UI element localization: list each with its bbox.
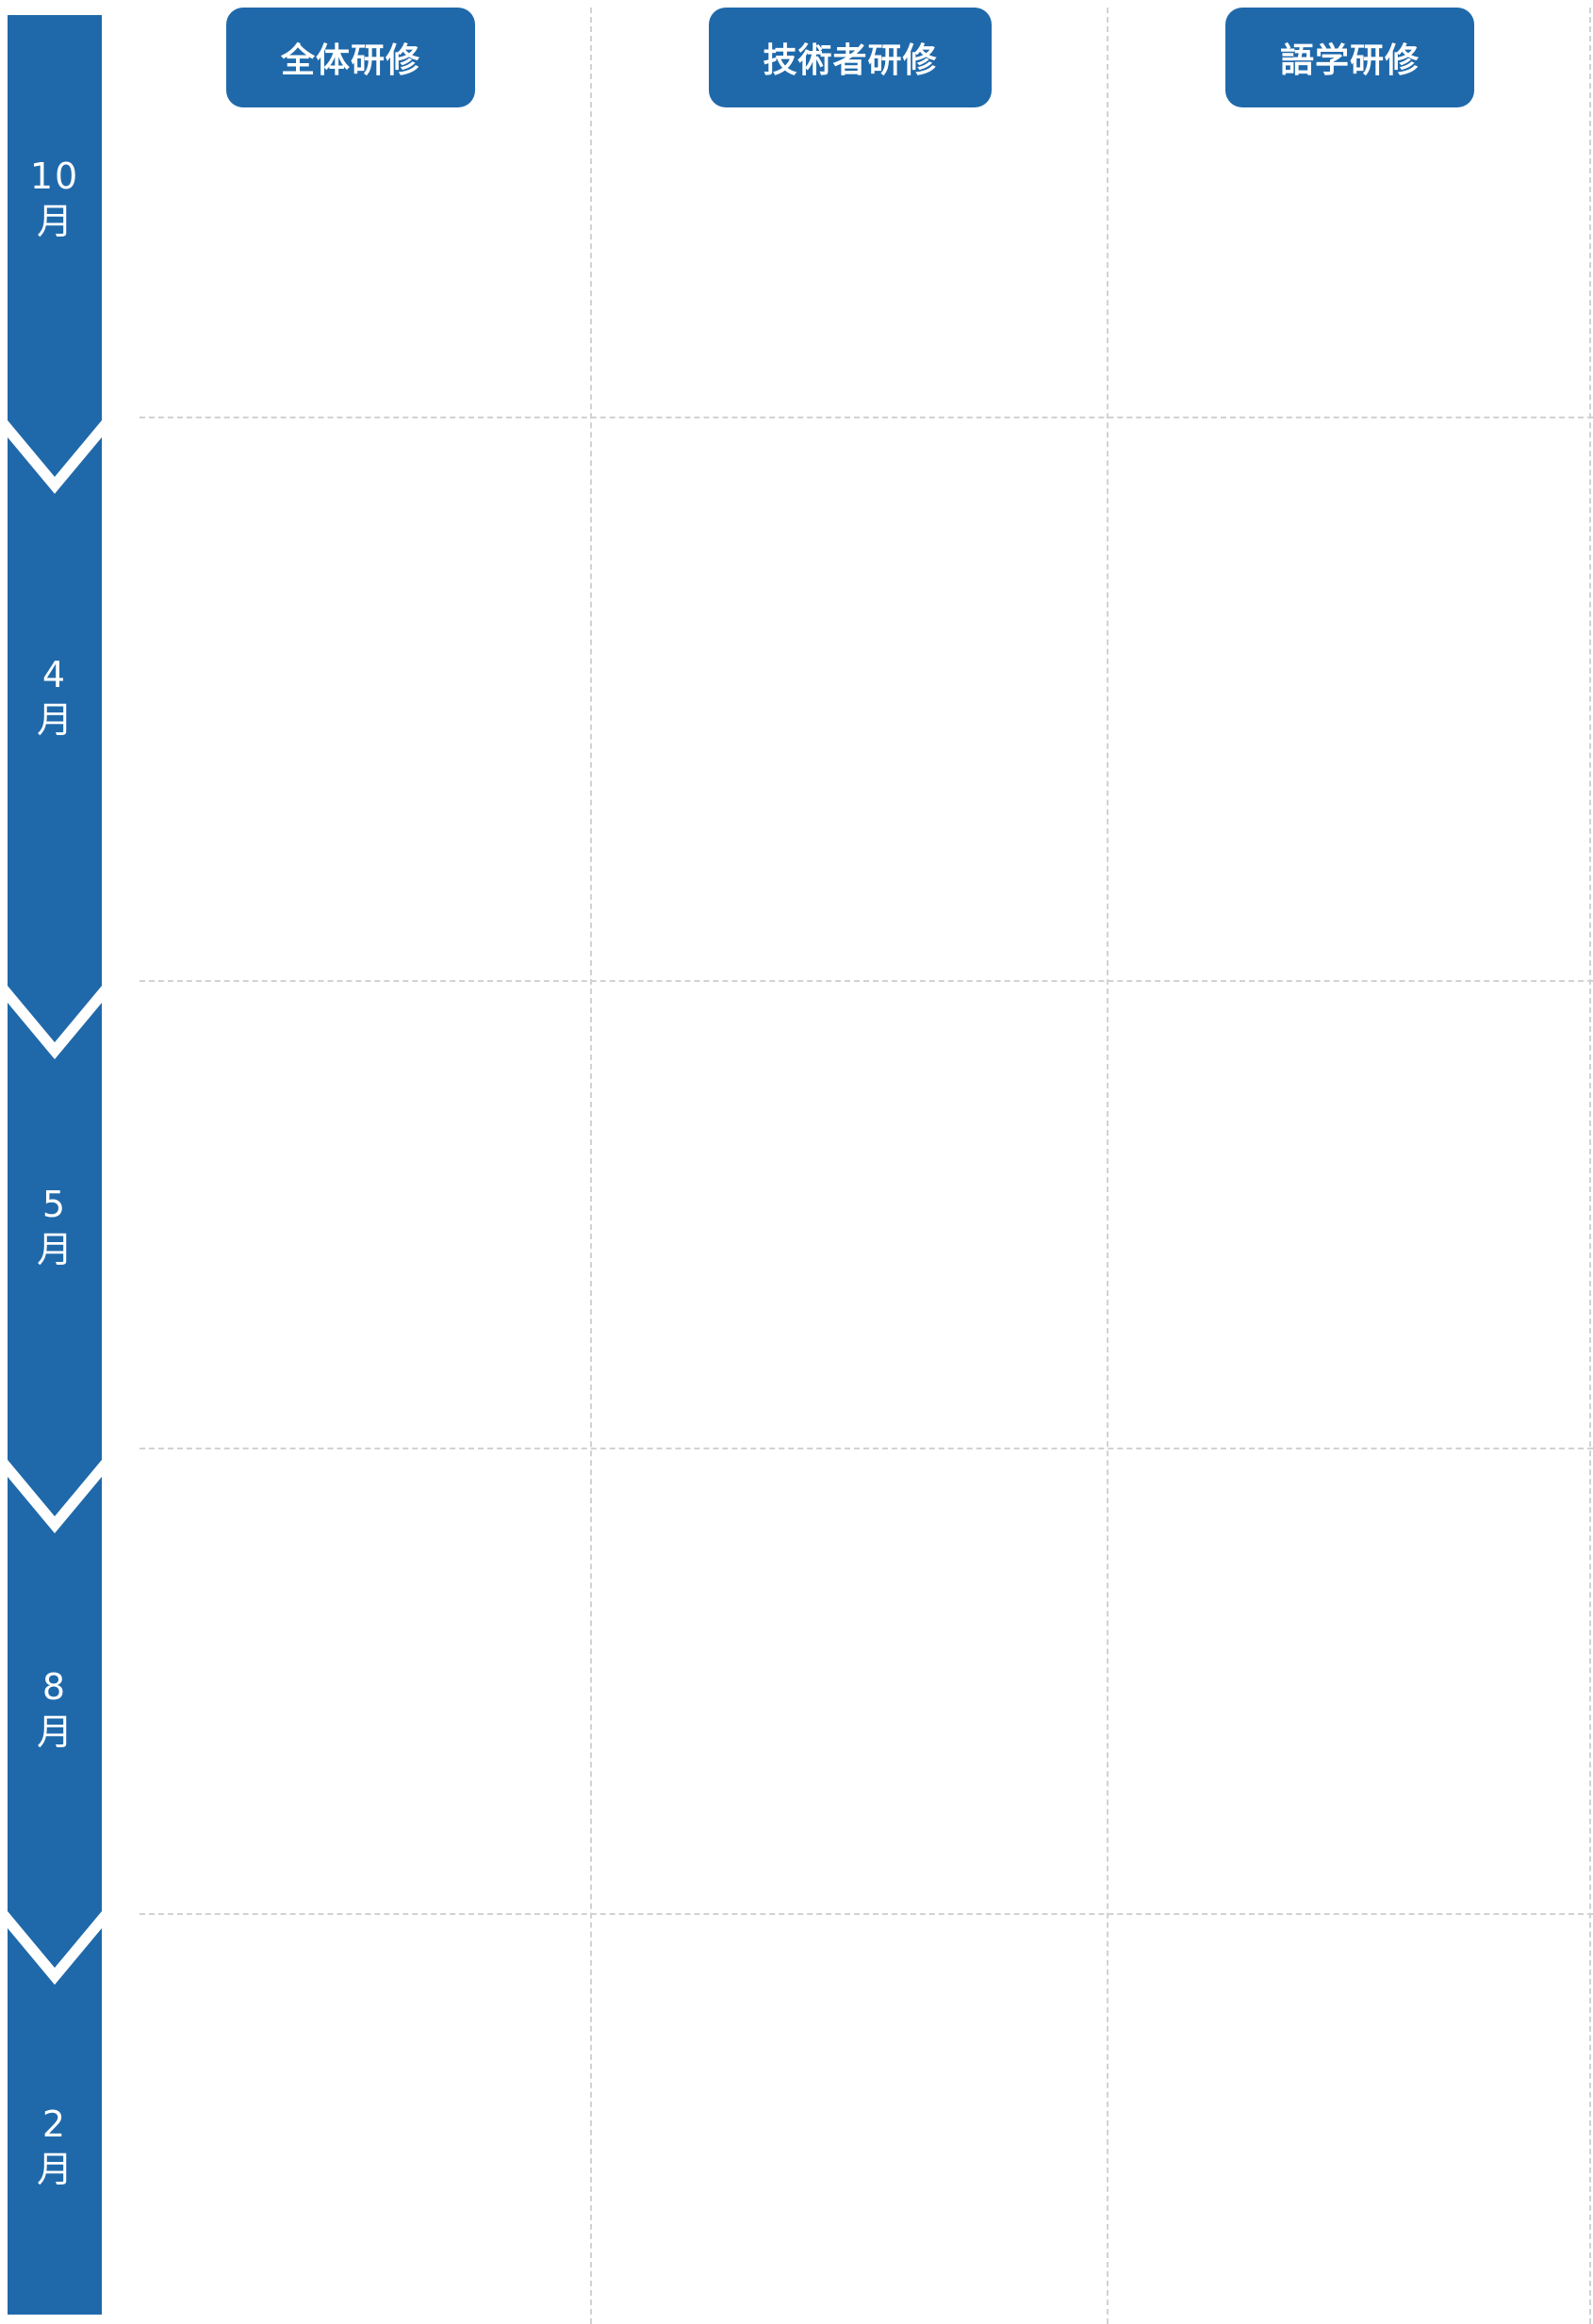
month-label-2: 2 月 — [8, 2102, 102, 2192]
timeline-segment-4 — [8, 437, 102, 1042]
row-divider — [140, 1913, 1593, 1915]
month-number: 5 — [41, 1184, 68, 1225]
month-number: 10 — [29, 155, 80, 197]
cell-language-10 — [1109, 113, 1589, 417]
month-label-8: 8 月 — [8, 1664, 102, 1755]
timeline-ribbon — [8, 15, 102, 2315]
month-number: 8 — [41, 1666, 68, 1708]
timeline-segment-5 — [8, 1003, 102, 1516]
month-unit: 月 — [36, 201, 73, 242]
category-button-language[interactable]: 語学研修 — [1225, 8, 1474, 107]
column-divider — [1107, 8, 1109, 2324]
month-unit: 月 — [36, 1229, 73, 1270]
category-button-engineer[interactable]: 技術者研修 — [709, 8, 992, 107]
category-label: 語学研修 — [1279, 41, 1420, 80]
month-unit: 月 — [36, 2149, 73, 2190]
category-button-general[interactable]: 全体研修 — [226, 8, 475, 107]
month-label-5: 5 月 — [8, 1182, 102, 1272]
column-divider — [590, 8, 592, 2324]
category-label: 全体研修 — [280, 41, 420, 80]
category-label: 技術者研修 — [763, 41, 938, 80]
row-divider — [140, 417, 1593, 418]
row-divider — [140, 980, 1593, 982]
cell-engineer-10 — [592, 113, 1107, 417]
timeline-segment-8 — [8, 1477, 102, 1968]
timeline-segment-10 — [8, 15, 102, 477]
month-label-10: 10 月 — [8, 154, 102, 244]
month-label-4: 4 月 — [8, 652, 102, 743]
row-divider — [140, 1448, 1593, 1449]
month-timeline: 10 月 4 月 5 月 8 月 2 月 — [0, 0, 113, 2324]
cell-general-10 — [140, 113, 590, 417]
month-number: 4 — [41, 654, 68, 696]
month-unit: 月 — [36, 1711, 73, 1753]
month-number: 2 — [41, 2103, 68, 2145]
timeline-segment-2 — [8, 1928, 102, 2315]
column-divider — [1589, 8, 1591, 2324]
month-unit: 月 — [36, 699, 73, 741]
